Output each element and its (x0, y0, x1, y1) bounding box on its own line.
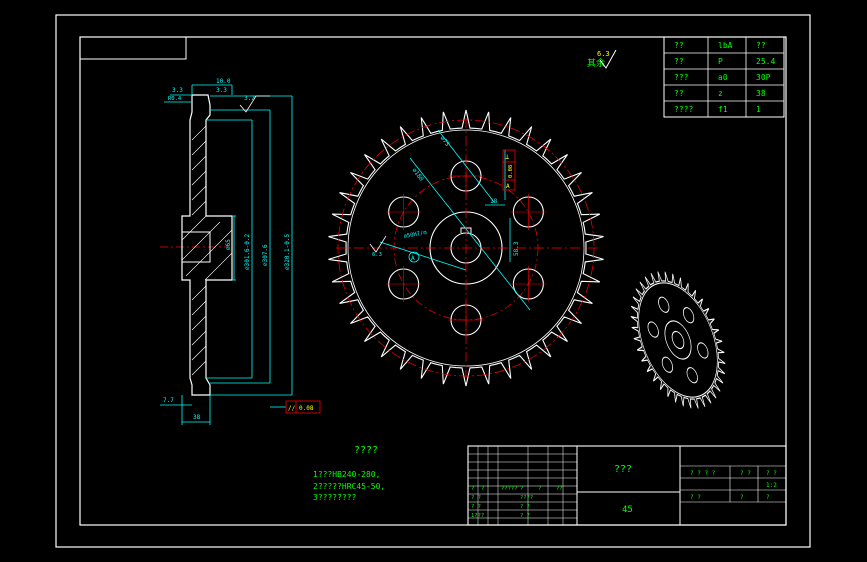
sheet-inner-frame (79, 36, 787, 526)
roughness-check-icon (599, 49, 617, 69)
notes-line-2: 2?????HRC45-50, (313, 482, 385, 491)
title-block-cell: 1??? (471, 513, 484, 519)
roughness-note-value: 6.3 (597, 50, 610, 58)
title-block-cell: ???? (520, 495, 533, 501)
runout-value: 0.08 (508, 165, 514, 178)
notes-line-3: 3???????? (313, 493, 357, 502)
spec-table-cell: a0 (718, 73, 728, 82)
iso-hole (647, 321, 659, 338)
iso-bore (671, 330, 685, 350)
spec-table-cell: 1 (756, 105, 761, 114)
title-block-cell: ? ? ? ? (690, 470, 716, 477)
iso-hole (697, 342, 709, 359)
iso-hole (682, 307, 695, 324)
title-block-cell: ? (520, 486, 523, 492)
title-block-cell: ? ? (471, 504, 481, 510)
front-roughness: 6.3 (369, 235, 387, 258)
part-material: 45 (622, 505, 633, 515)
side-bore (181, 231, 211, 263)
tolerance-value: 0.08 (299, 405, 314, 412)
top-left-code-box (79, 36, 187, 60)
iso-hole (658, 296, 670, 313)
title-block-cell: ? (471, 486, 474, 492)
spec-table-cell: f1 (718, 105, 728, 114)
title-block-cell: ? ? (471, 495, 481, 501)
side-offset-label: 7.7 (163, 397, 174, 404)
side-dimension-lines (160, 84, 293, 425)
iso-hole (661, 356, 674, 373)
datum-a-label: A (411, 255, 415, 262)
title-block-cell: ? (740, 494, 744, 501)
title-block-cell: ? (766, 494, 770, 501)
sprocket-front-view: ⌀180 ⌀75 ⌀50H7/m 18 58.3 ⊥ 0.08 A A 6.3 (328, 109, 604, 387)
title-block-cell: ? ? (520, 513, 530, 519)
spec-table-cell: 38 (756, 89, 766, 98)
iso-hub (664, 320, 692, 360)
side-dim-top-3: 3.2 (244, 95, 255, 102)
part-name: ??? (614, 464, 632, 475)
iso-rim (638, 282, 718, 398)
notes-title: ???? (354, 445, 378, 456)
side-chamfer-label: 3.3 (172, 87, 183, 94)
roughness-note: 其余 6.3 (587, 49, 617, 69)
spec-table-cell: ???? (674, 105, 693, 114)
spec-table-cell: ?? (674, 41, 684, 50)
spec-table: ?? lbA???? P 25.4??? a0 30P?? z 38???? f1 1 (663, 36, 785, 118)
side-rim-outline (181, 94, 233, 396)
side-dia-outer: ⌀320.1-0.5 (284, 233, 291, 270)
side-width-label: 38 (193, 414, 201, 421)
title-block: ??? 45 ???????????? ?????? ?? ?1???? ?? … (467, 445, 787, 526)
title-block-cell: ?? (556, 486, 563, 492)
front-dim-hub: ⌀50H7/m (403, 230, 428, 240)
title-block-cell: ? ? (766, 470, 777, 477)
spec-table-cell: ?? (674, 57, 684, 66)
iso-holes (647, 296, 709, 384)
spec-table-cell: P (718, 57, 723, 66)
runout-tolerance: ⊥ 0.08 A (502, 149, 516, 191)
side-dim-top-2: 3.3 (216, 87, 227, 94)
tolerance-symbol: // (288, 405, 296, 412)
runout-datum: A (506, 183, 510, 190)
datum-a: A (408, 251, 420, 263)
parallelism-tolerance: // 0.08 (270, 400, 321, 414)
technical-notes: ???? 1???HB240-280, 2?????HRC45-50, 3???… (313, 445, 385, 502)
spec-table-cell: 25.4 (756, 57, 775, 66)
front-dimension-lines (379, 129, 531, 311)
runout-symbol: ⊥ (505, 153, 509, 161)
spec-table-cell: 30P (756, 73, 771, 82)
notes-line-1: 1???HB240-280, (313, 470, 380, 479)
title-block-cell: ? ? (740, 470, 751, 477)
side-hatching (181, 125, 233, 376)
side-dia-pitch: ⌀307.6 (262, 244, 269, 266)
spec-table-cell: ?? (674, 89, 684, 98)
isometric-sprocket-view (630, 271, 726, 409)
spec-table-cell: lbA (718, 41, 733, 50)
spec-table-cell: ??? (674, 73, 689, 82)
title-block-cell: ? (538, 486, 541, 492)
side-dia-hub: ⌀65 (225, 239, 232, 250)
side-roughness-icon (239, 95, 270, 113)
sheet-outer-frame (55, 14, 811, 548)
side-section-view: 10.0 3.3 3.2 3.3 R0.4 ⌀65 ⌀301.6-0.2 ⌀30… (160, 78, 321, 425)
spec-table-cell: z (718, 89, 723, 98)
spec-table-cell: ?? (756, 41, 766, 50)
title-block-cell: ? ? (690, 494, 701, 501)
side-angle-label: R0.4 (168, 96, 182, 102)
front-dim-keyway: 18 (490, 198, 498, 205)
title-block-cell: 1:2 (766, 482, 777, 489)
front-roughness-value: 6.3 (372, 252, 382, 258)
side-dim-top-1: 10.0 (216, 78, 231, 85)
title-block-cell: ? (481, 486, 484, 492)
side-dia-inner: ⌀301.6-0.2 (244, 233, 251, 270)
front-dim-keyway-depth: 58.3 (513, 241, 520, 256)
title-block-cell: ? ? (520, 504, 530, 510)
iso-hole (686, 367, 698, 384)
title-block-cell: ????? (501, 486, 518, 492)
